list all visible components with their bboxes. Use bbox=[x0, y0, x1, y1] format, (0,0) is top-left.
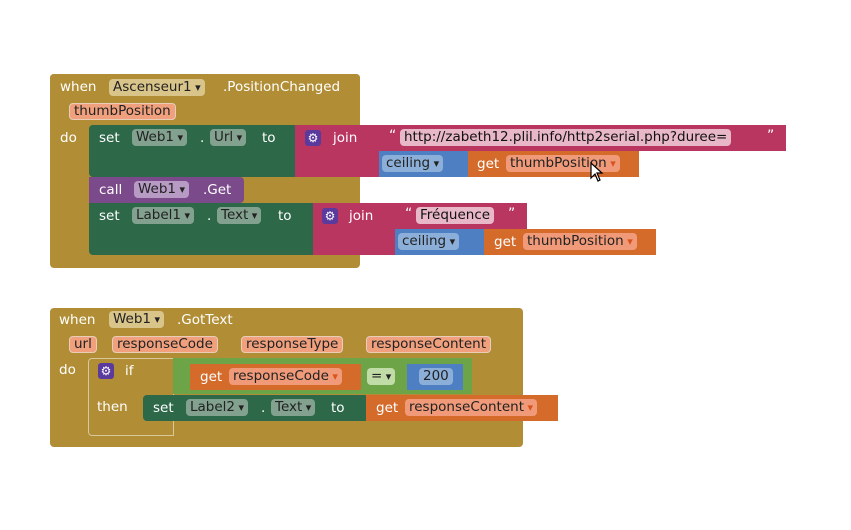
property-dropdown-url[interactable]: Url bbox=[210, 129, 247, 146]
component-dropdown-web1-event[interactable]: Web1 bbox=[109, 311, 165, 328]
join-label: join bbox=[333, 130, 358, 146]
get-label: get bbox=[494, 234, 517, 250]
gear-icon[interactable]: ⚙ bbox=[98, 363, 114, 379]
quote-open: “ bbox=[389, 128, 397, 144]
set-label1-text-block[interactable] bbox=[89, 203, 313, 255]
set-label: set bbox=[99, 208, 120, 224]
join-label: join bbox=[349, 208, 374, 224]
set-web1-url-block[interactable] bbox=[89, 125, 295, 177]
call-label: call bbox=[99, 182, 123, 198]
text-field-url[interactable]: http://zabeth12.plil.info/http2serial.ph… bbox=[400, 129, 732, 146]
compare-operator-dropdown[interactable]: = bbox=[367, 368, 396, 385]
quote-close: ” bbox=[508, 206, 516, 222]
if-label: if bbox=[125, 363, 134, 379]
component-dropdown-web1[interactable]: Web1 bbox=[132, 129, 188, 146]
number-field-200[interactable]: 200 bbox=[419, 368, 453, 385]
variable-dropdown-thumbposition-2[interactable]: thumbPosition bbox=[523, 233, 637, 250]
to-label: to bbox=[331, 400, 345, 416]
set-label2-text-block[interactable] bbox=[143, 395, 367, 421]
to-label: to bbox=[278, 208, 292, 224]
do-label: do bbox=[59, 362, 76, 378]
gear-icon[interactable]: ⚙ bbox=[305, 130, 321, 146]
component-dropdown-web1-call[interactable]: Web1 bbox=[134, 181, 190, 198]
dot-label: . bbox=[200, 130, 205, 146]
get-label: get bbox=[477, 156, 500, 172]
component-dropdown-label2[interactable]: Label2 bbox=[186, 399, 249, 416]
gear-icon[interactable]: ⚙ bbox=[322, 208, 338, 224]
dot-label: . bbox=[207, 208, 212, 224]
get-label: get bbox=[200, 369, 223, 385]
dot-label: . bbox=[261, 400, 266, 416]
variable-dropdown-responsecontent[interactable]: responseContent bbox=[405, 399, 538, 416]
text-field-frequence[interactable]: Fréquence bbox=[416, 207, 495, 224]
quote-close: ” bbox=[767, 128, 775, 144]
property-dropdown-text[interactable]: Text bbox=[217, 207, 262, 224]
param-thumbposition[interactable]: thumbPosition bbox=[69, 103, 176, 120]
mouse-cursor-icon bbox=[590, 162, 604, 182]
event-name-label: .GotText bbox=[177, 312, 233, 328]
variable-dropdown-responsecode[interactable]: responseCode bbox=[229, 368, 342, 385]
when-label: when bbox=[60, 79, 97, 95]
component-dropdown-ascenseur1[interactable]: Ascenseur1 bbox=[109, 79, 205, 96]
when-label: when bbox=[59, 312, 96, 328]
to-label: to bbox=[262, 130, 276, 146]
ceiling-dropdown[interactable]: ceiling bbox=[398, 233, 460, 250]
property-dropdown-text-2[interactable]: Text bbox=[271, 399, 316, 416]
set-label: set bbox=[99, 130, 120, 146]
param-responsecontent[interactable]: responseContent bbox=[366, 336, 492, 353]
then-label: then bbox=[97, 399, 128, 415]
param-responsetype[interactable]: responseType bbox=[241, 336, 344, 353]
ceiling-dropdown[interactable]: ceiling bbox=[382, 155, 444, 172]
do-label: do bbox=[60, 130, 77, 146]
component-dropdown-label1[interactable]: Label1 bbox=[132, 207, 195, 224]
set-label: set bbox=[153, 400, 174, 416]
event-name-label: .PositionChanged bbox=[223, 79, 341, 95]
quote-open: “ bbox=[405, 206, 413, 222]
method-label: .Get bbox=[203, 182, 232, 198]
param-url[interactable]: url bbox=[69, 336, 97, 353]
param-responsecode[interactable]: responseCode bbox=[112, 336, 218, 353]
get-label: get bbox=[376, 400, 399, 416]
